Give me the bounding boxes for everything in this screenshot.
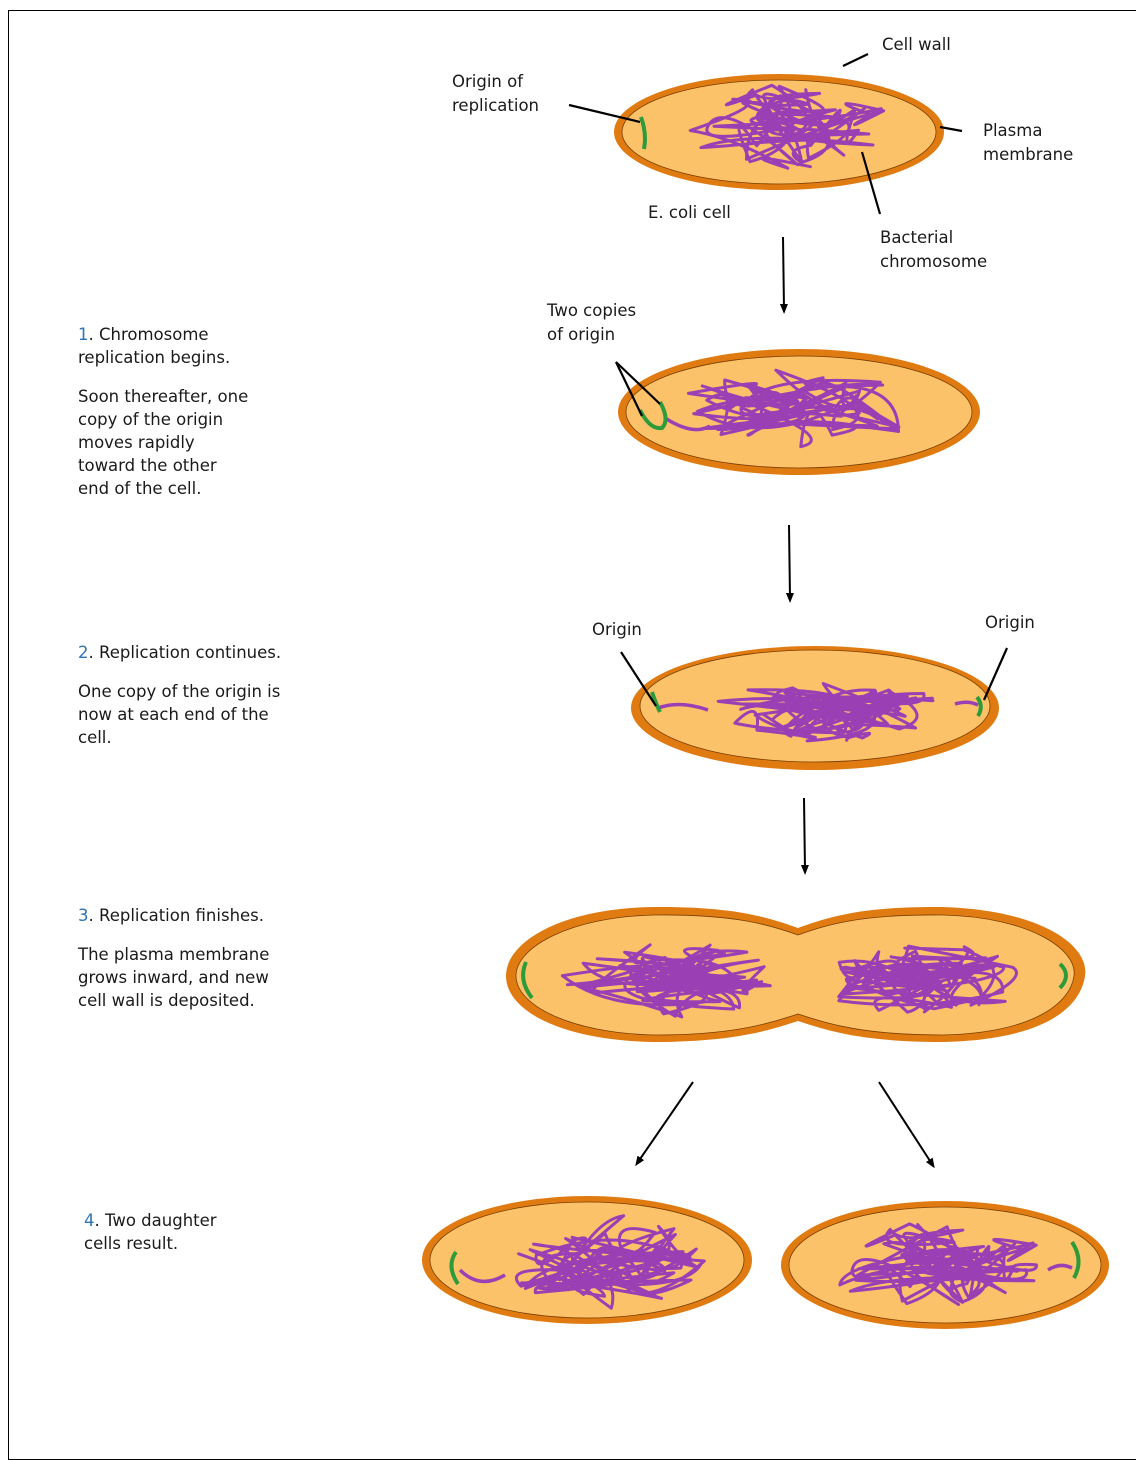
- label-plasma-membrane: Plasma membrane: [983, 119, 1073, 167]
- arrow-down-3: [804, 798, 805, 870]
- label-bacterial-chromosome: Bacterial chromosome: [880, 226, 987, 274]
- daughter-cell-right: [781, 1201, 1109, 1329]
- daughter-cell-left: [422, 1196, 752, 1324]
- step-2: 2. Replication continues. One copy of th…: [78, 641, 338, 765]
- arrow-down-1: [783, 237, 784, 309]
- cell-step-2: [631, 646, 999, 770]
- label-cell-wall: Cell wall: [882, 33, 951, 57]
- step-1: 1. Chromosome replication begins. Soon t…: [78, 323, 308, 516]
- label-two-copies-line-2: of origin: [547, 323, 636, 347]
- step-2-title: 2. Replication continues.: [78, 641, 338, 664]
- label-chromosome-line-2: chromosome: [880, 250, 987, 274]
- arrow-split-left: [638, 1082, 693, 1162]
- step-4-title: 4. Two daughter cells result.: [84, 1209, 314, 1255]
- label-origin-left: Origin: [592, 618, 642, 642]
- label-chromosome-line-1: Bacterial: [880, 226, 987, 250]
- step-1-title: 1. Chromosome replication begins.: [78, 323, 308, 369]
- arrow-split-right: [879, 1082, 932, 1164]
- step-3: 3. Replication finishes. The plasma memb…: [78, 904, 338, 1028]
- step-1-detail: Soon thereafter, one copy of the origin …: [78, 385, 308, 500]
- cell-step-1: [618, 349, 980, 475]
- step-3-title: 3. Replication finishes.: [78, 904, 338, 927]
- arrow-down-2: [789, 525, 790, 598]
- label-plasma-line-2: membrane: [983, 143, 1073, 167]
- label-plasma-line-1: Plasma: [983, 119, 1073, 143]
- dividing-cell: [506, 907, 1085, 1042]
- label-ecoli-cell: E. coli cell: [648, 201, 731, 225]
- ecoli-cell: [614, 74, 944, 190]
- label-origin-of-replication: Origin of replication: [452, 70, 539, 118]
- label-origin-line-2: replication: [452, 94, 539, 118]
- step-2-detail: One copy of the origin is now at each en…: [78, 680, 338, 749]
- step-4: 4. Two daughter cells result.: [84, 1209, 314, 1271]
- label-two-copies-line-1: Two copies: [547, 299, 636, 323]
- label-two-copies-of-origin: Two copies of origin: [547, 299, 636, 347]
- leader-origin-right: [984, 648, 1007, 700]
- label-origin-right: Origin: [985, 611, 1035, 635]
- leader-cell-wall: [843, 54, 868, 66]
- label-origin-line-1: Origin of: [452, 70, 539, 94]
- step-3-detail: The plasma membrane grows inward, and ne…: [78, 943, 338, 1012]
